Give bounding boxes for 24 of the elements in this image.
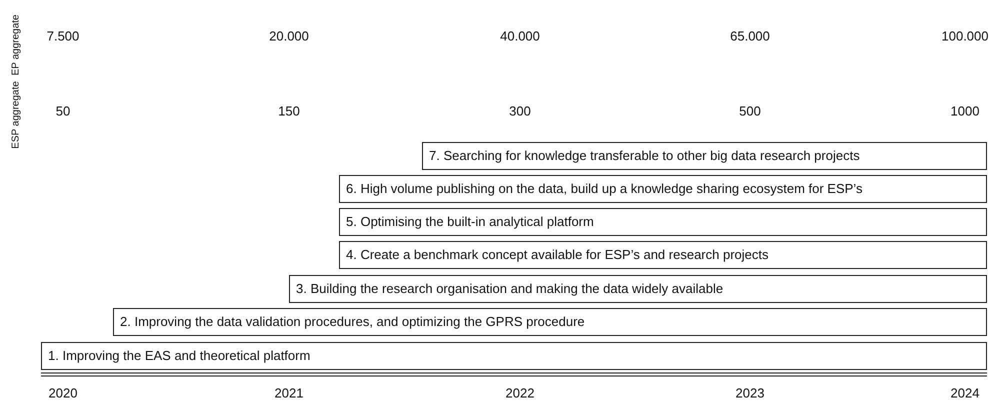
scale-value: 1000 — [950, 104, 980, 118]
year-label: 2024 — [950, 386, 980, 400]
timeline-bar: 2. Improving the data validation procedures, and optimizing the GPRS procedure — [113, 308, 987, 336]
axis-title: ESP aggregate — [10, 81, 22, 149]
scale-value: 65.000 — [730, 28, 770, 44]
scale-value: 300 — [509, 104, 531, 118]
timeline-bar: 4. Create a benchmark concept available for ESP’s and research projects — [339, 241, 987, 269]
scale-value: 500 — [739, 104, 761, 118]
scale-value: 7.500 — [46, 28, 80, 44]
timeline-bar: 5. Optimising the built-in analytical platform — [339, 208, 987, 236]
scale-value: 50 — [56, 104, 70, 118]
timeline-bar: 6. High volume publishing on the data, build up a knowledge sharing ecosystem for ESP’s — [339, 175, 987, 203]
timeline-bar: 3. Building the research organisation and making the data widely available — [289, 275, 987, 303]
scale-value: 20.000 — [269, 28, 309, 44]
year-label: 2022 — [506, 386, 534, 400]
year-label: 2021 — [274, 386, 304, 400]
scale-value: 40.000 — [500, 28, 540, 44]
scale-value: 100.000 — [942, 28, 988, 44]
scale-value: 150 — [278, 104, 300, 118]
axis-title: EP aggregate — [10, 14, 22, 76]
timeline-bar: 7. Searching for knowledge transferable to other big data research projects — [422, 142, 987, 170]
timeline-bar: 1. Improving the EAS and theoretical platform — [41, 342, 987, 370]
year-label: 2023 — [736, 386, 764, 400]
year-label: 2020 — [48, 386, 78, 400]
